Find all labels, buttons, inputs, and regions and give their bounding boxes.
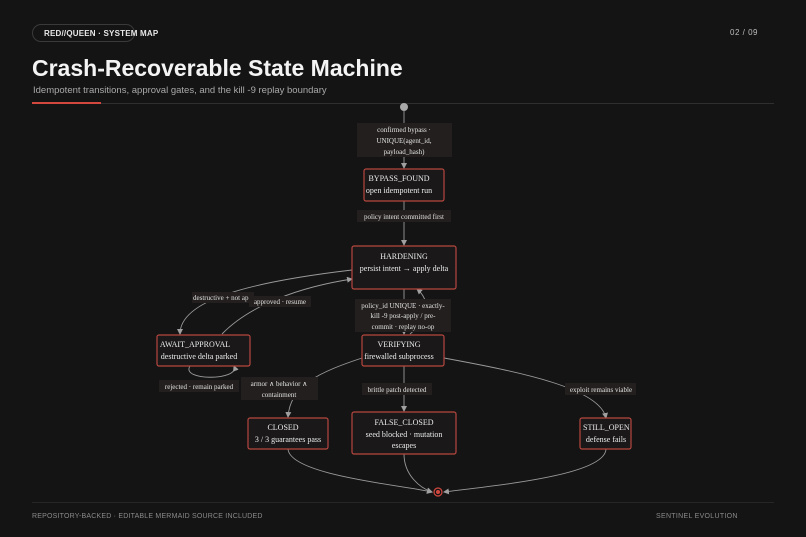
page-counter: 02 / 09: [730, 28, 758, 37]
edge-label-destructive: destructive + not ap: [192, 292, 254, 303]
edge-label-armor: armor ∧ behavior ∧ containment: [241, 377, 318, 400]
badge-label: RED//QUEEN · SYSTEM MAP: [44, 28, 159, 38]
footer-brand: SENTINEL EVOLUTION: [656, 513, 738, 520]
node-closed-name: CLOSED: [267, 423, 298, 432]
node-verifying-name: VERIFYING: [377, 340, 420, 349]
node-false-closed-name: FALSE_CLOSED: [375, 418, 434, 427]
node-await-approval-name: AWAIT_APPROVAL: [160, 340, 230, 349]
edge-label-destructive-text: destructive + not ap: [193, 294, 249, 302]
node-bypass-found-name: BYPASS_FOUND: [368, 174, 429, 183]
node-await-approval-desc: destructive delta parked: [161, 352, 237, 361]
edge-closed-end: [287, 448, 433, 494]
node-verifying: VERIFYING firewalled subprocess: [361, 334, 445, 367]
edge-false-end: [403, 453, 433, 494]
node-hardening-desc: persist intent → apply delta: [360, 264, 449, 273]
section-badge: RED//QUEEN · SYSTEM MAP: [32, 24, 158, 42]
edge-label-brittle: brittle patch detected: [362, 383, 432, 395]
node-hardening-name: HARDENING: [380, 252, 428, 261]
edge-label-policy-intent: policy intent committed first: [357, 210, 451, 222]
edge-label-replay-l2: kill -9 post-apply / pre-: [371, 312, 437, 320]
page-title: Crash-Recoverable State Machine: [32, 55, 403, 81]
edge-label-replay: policy_id UNIQUE · exactly- kill -9 post…: [355, 299, 451, 332]
edge-label-replay-l1: policy_id UNIQUE · exactly-: [361, 302, 445, 310]
footer-divider: [32, 502, 774, 503]
edge-label-exploit-text: exploit remains viable: [570, 386, 632, 394]
node-closed-desc: 3 / 3 guarantees pass: [255, 435, 321, 444]
page-subtitle: Idempotent transitions, approval gates, …: [33, 85, 327, 96]
start-state-icon: [400, 103, 408, 111]
node-hardening: HARDENING persist intent → apply delta: [351, 245, 457, 290]
node-await-approval: AWAIT_APPROVAL destructive delta parked: [156, 334, 251, 367]
node-bypass-found: BYPASS_FOUND open idempotent run: [363, 168, 445, 202]
edge-label-exploit: exploit remains viable: [565, 383, 636, 395]
edge-label-replay-l3: commit · replay no-op: [372, 323, 435, 331]
edge-await-self: [188, 365, 239, 378]
edge-label-start-l3: payload_hash): [384, 148, 425, 156]
footer-left-note: REPOSITORY-BACKED · EDITABLE MERMAID SOU…: [32, 513, 263, 520]
node-bypass-found-desc: open idempotent run: [366, 186, 432, 195]
edge-label-rejected: rejected · remain parked: [159, 380, 239, 392]
node-false-closed-desc2: escapes: [392, 441, 416, 450]
node-verifying-desc: firewalled subprocess: [364, 352, 434, 361]
node-still-open: STILL_OPEN defense fails: [579, 417, 632, 450]
edge-label-approved: approved · resume: [249, 296, 311, 307]
edge-still-end: [443, 448, 607, 495]
edge-label-armor-l1: armor ∧ behavior ∧: [251, 380, 308, 388]
node-false-closed-desc1: seed blocked · mutation: [366, 430, 443, 439]
header-accent-bar: [32, 102, 101, 104]
edge-label-approved-text: approved · resume: [254, 298, 306, 306]
edge-verifying-still: [443, 357, 608, 419]
edge-label-start: confirmed bypass · UNIQUE(agent_id, payl…: [357, 123, 452, 157]
node-still-open-desc: defense fails: [586, 435, 626, 444]
edge-label-armor-l2: containment: [262, 391, 297, 399]
node-false-closed: FALSE_CLOSED seed blocked · mutation esc…: [351, 411, 457, 455]
edge-label-start-l2: UNIQUE(agent_id,: [376, 137, 431, 145]
edge-label-rejected-text: rejected · remain parked: [165, 383, 234, 391]
edge-label-policy-intent-text: policy intent committed first: [364, 213, 444, 221]
end-state-icon: [433, 487, 443, 497]
node-still-open-name: STILL_OPEN: [583, 423, 630, 432]
edge-label-start-l1: confirmed bypass ·: [377, 126, 431, 134]
edge-label-brittle-text: brittle patch detected: [368, 386, 427, 394]
node-closed: CLOSED 3 / 3 guarantees pass: [247, 417, 329, 450]
